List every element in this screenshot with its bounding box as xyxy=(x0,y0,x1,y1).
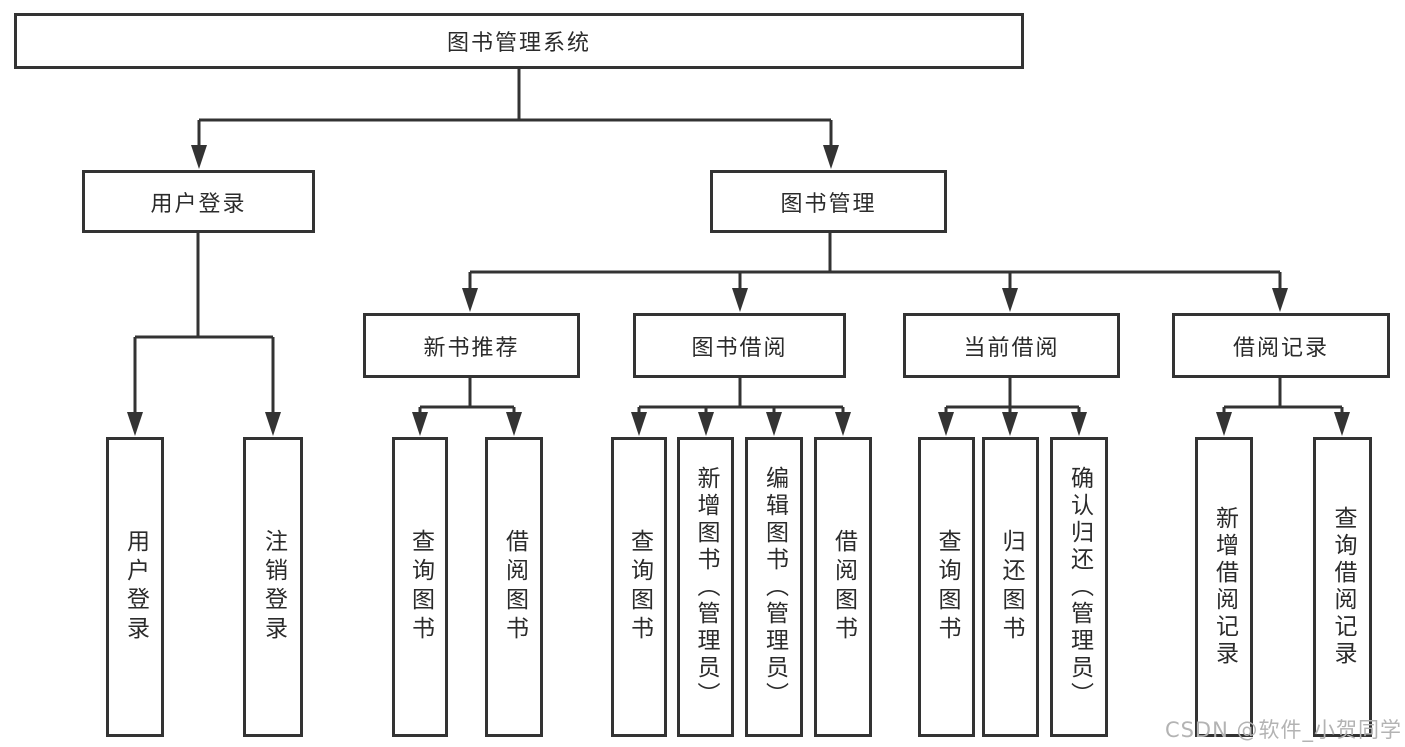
node-borrow-records: 借阅记录 xyxy=(1172,313,1390,378)
node-leaf-return-book: 归还图书 xyxy=(982,437,1039,737)
node-library-management-system: 图书管理系统 xyxy=(14,13,1024,69)
node-leaf-confirm-return-admin: 确认归还（管理员） xyxy=(1050,437,1108,737)
csdn-watermark: CSDN @软件_小贺同学 xyxy=(1164,718,1402,742)
node-current-borrow: 当前借阅 xyxy=(903,313,1120,378)
node-book-management: 图书管理 xyxy=(710,170,947,233)
node-leaf-add-borrow-record: 新增借阅记录 xyxy=(1195,437,1253,737)
node-new-book-recommend: 新书推荐 xyxy=(363,313,580,378)
node-leaf-query-books-3: 查询图书 xyxy=(918,437,975,737)
node-leaf-borrow-books-1: 借阅图书 xyxy=(485,437,543,737)
node-leaf-borrow-books-2: 借阅图书 xyxy=(814,437,872,737)
node-leaf-logout: 注销登录 xyxy=(243,437,303,737)
node-user-login: 用户登录 xyxy=(82,170,315,233)
node-leaf-query-books-2: 查询图书 xyxy=(611,437,667,737)
node-leaf-query-books-1: 查询图书 xyxy=(392,437,448,737)
node-leaf-query-borrow-record: 查询借阅记录 xyxy=(1313,437,1372,737)
node-leaf-edit-book-admin: 编辑图书（管理员） xyxy=(745,437,803,737)
node-leaf-user-login: 用户登录 xyxy=(106,437,164,737)
node-leaf-add-book-admin: 新增图书（管理员） xyxy=(677,437,734,737)
arrowheads xyxy=(127,145,1350,436)
node-book-borrow: 图书借阅 xyxy=(633,313,846,378)
